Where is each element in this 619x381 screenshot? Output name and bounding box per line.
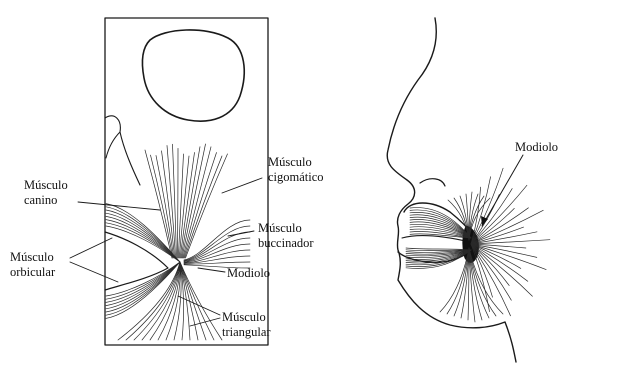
label-musculo-cigomatico-1: Músculo [268, 155, 312, 169]
zygomatic-fiber [182, 144, 206, 258]
triangular-fiber [126, 262, 180, 340]
zygomatic-fiber [185, 156, 222, 258]
zygomatic-fiber [177, 148, 178, 258]
cheek-contour [105, 116, 140, 185]
leader-line-right [481, 155, 523, 226]
profile-face-view [387, 18, 550, 362]
label-modiolo-left: Modiolo [227, 266, 270, 280]
label-musculo-triangular-1: Músculo [222, 310, 266, 324]
triangular-fiber [180, 262, 206, 340]
zygomatic-fiber [180, 152, 194, 258]
frontal-face-view [105, 18, 268, 345]
label-musculo-cigomatico-2: cigomático [268, 170, 324, 184]
label-musculo-canino-1: Músculo [24, 178, 68, 192]
label-modiolo-right: Modiolo [515, 140, 558, 154]
face-profile-outline [387, 18, 516, 362]
radiating-fiber [471, 244, 532, 296]
label-musculo-canino-2: canino [24, 193, 57, 207]
buccinator-fiber [184, 220, 250, 260]
radiating-fiber [471, 208, 528, 244]
label-musculo-triangular-2: triangular [222, 325, 271, 339]
label-musculo-buccinador-2: buccinador [258, 236, 314, 250]
nostril [420, 179, 445, 186]
triangular-fiber [118, 262, 180, 340]
muscle-fibers-right [406, 168, 550, 322]
label-musculo-buccinador-1: Músculo [258, 221, 302, 235]
eye-orbit [142, 30, 244, 121]
label-musculo-orbicular-2: orbicular [10, 265, 56, 279]
orbicular-lower-fiber [106, 262, 180, 309]
label-musculo-orbicular-1: Músculo [10, 250, 54, 264]
